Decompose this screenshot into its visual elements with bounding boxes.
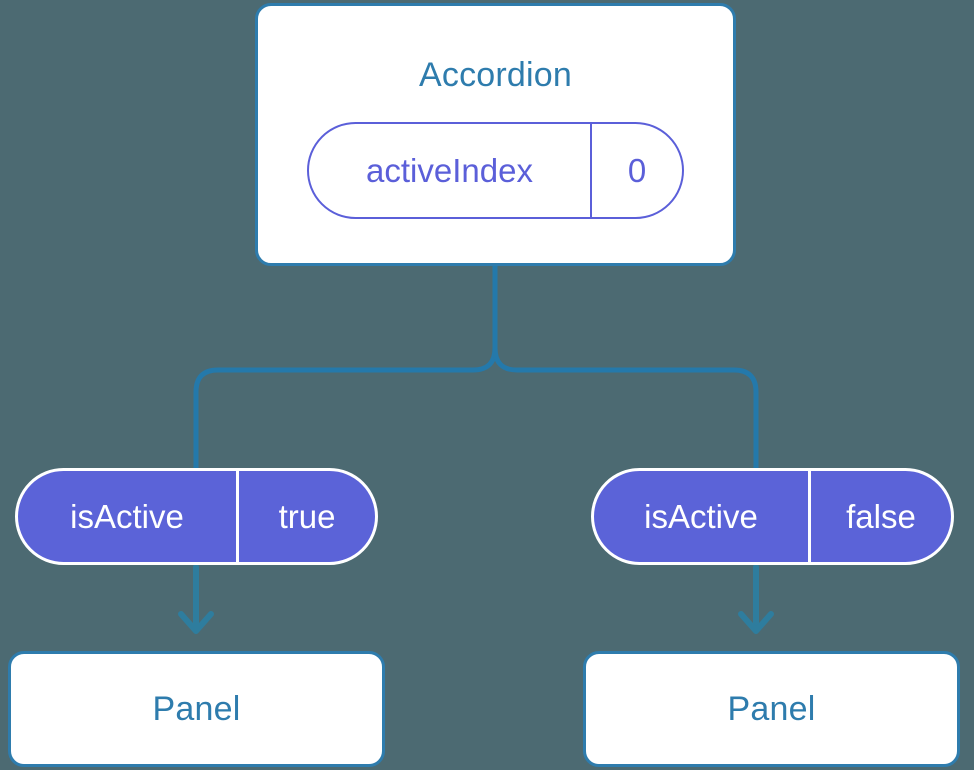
panel-title: Panel xyxy=(727,690,816,728)
branch-line-left xyxy=(193,263,498,471)
prop-pill-is-active-true[interactable]: isActive true xyxy=(15,468,378,565)
panel-component-card-left[interactable]: Panel xyxy=(8,651,385,767)
prop-pill-key: isActive xyxy=(644,498,758,535)
prop-pill-value: true xyxy=(236,471,375,562)
prop-pill-key: isActive xyxy=(70,498,184,535)
panel-title: Panel xyxy=(152,690,241,728)
accordion-title: Accordion xyxy=(419,56,572,94)
state-pill-active-index[interactable]: activeIndex 0 xyxy=(307,122,684,219)
state-pill-value: 0 xyxy=(590,124,682,217)
state-pill-key: activeIndex xyxy=(366,152,533,189)
panel-component-card-right[interactable]: Panel xyxy=(583,651,960,767)
prop-pill-is-active-false[interactable]: isActive false xyxy=(591,468,954,565)
branch-line-right xyxy=(492,263,759,471)
prop-pill-value: false xyxy=(808,471,951,562)
arrow-down-right xyxy=(738,564,774,634)
arrow-down-left xyxy=(178,564,214,634)
